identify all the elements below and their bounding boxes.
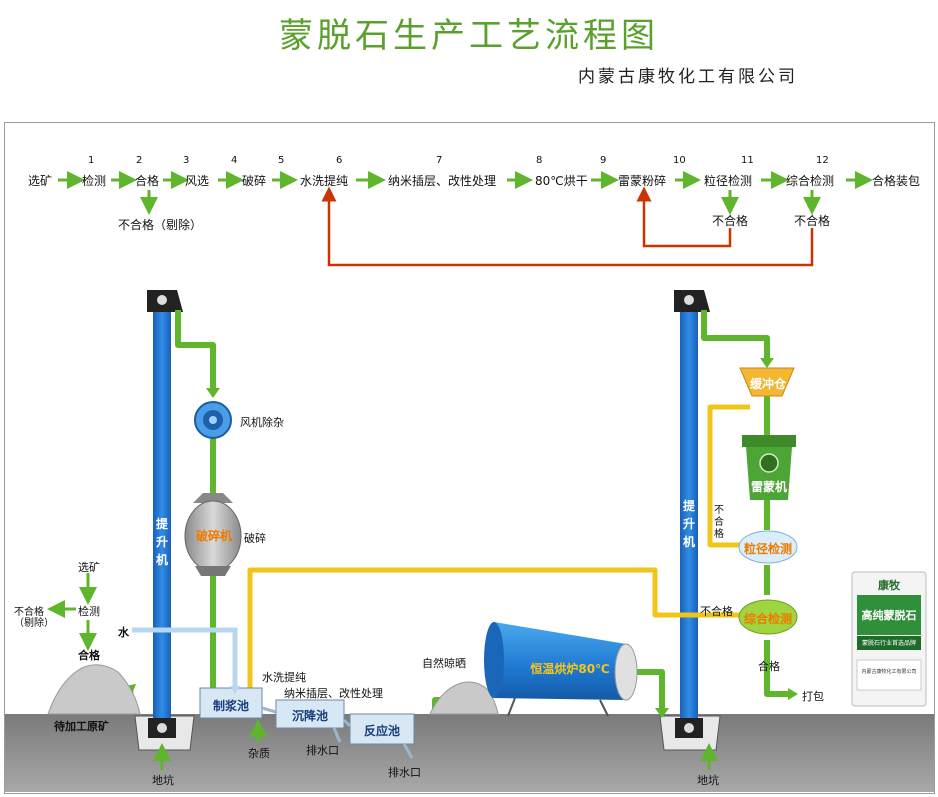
full-check-label: 综合检测 (743, 612, 792, 626)
wash-label: 水洗提纯 (262, 671, 306, 684)
return-loops (321, 186, 814, 267)
left-chain-select: 选矿 (78, 561, 100, 574)
full-check-unit (738, 599, 798, 635)
raw-ore-label: 待加工原矿 (54, 720, 109, 733)
product-name: 高纯蒙脱石 (861, 609, 917, 622)
water-label: 水 (118, 626, 129, 639)
flow-reject-3: 不合格 (794, 214, 831, 228)
company-name: 内蒙古康牧化工有限公司 (578, 67, 798, 87)
product-company: 内蒙古康牧化工有限公司 (861, 669, 917, 675)
product-sub: 蒙脱石行业首选品牌 (861, 640, 916, 647)
size-check-unit (738, 530, 798, 564)
flow-num-8: 8 (536, 155, 543, 166)
flow-step-9: 雷蒙粉碎 (618, 174, 667, 188)
flow-step-12: 合格装包 (872, 174, 921, 188)
settle-tank-label: 沉降池 (291, 709, 328, 723)
pit-right-label: 地坑 (697, 774, 719, 787)
flow-step-3: 合格 (135, 174, 160, 188)
flow-step-5: 破碎 (242, 174, 267, 188)
elevator-left (147, 290, 183, 738)
drain-label-2: 排水口 (388, 766, 421, 779)
tanks (199, 687, 415, 759)
elevator-right-label: 提升机 (682, 499, 695, 549)
crusher-unit (184, 493, 242, 576)
ore-piles (47, 664, 499, 715)
flow-step-2: 检测 (82, 174, 107, 188)
crusher-name: 破碎机 (195, 529, 232, 543)
flow-num-11: 11 (741, 155, 754, 166)
left-chain-reject: 不合格 (14, 607, 44, 618)
left-chain-reject-sub: （剔除） (14, 618, 54, 629)
qualified-label: 合格 (758, 660, 780, 673)
flow-num-9: 9 (600, 155, 607, 166)
flow-step-8: 80℃烘干 (535, 174, 588, 188)
flow-step-1: 选矿 (28, 174, 53, 188)
flow-num-10: 10 (673, 155, 686, 166)
left-chain-pass: 合格 (78, 649, 100, 662)
diagram-frame (4, 122, 935, 794)
slurry-tank-label: 制浆池 (212, 699, 249, 713)
flow-step-10: 粒径检测 (704, 174, 753, 188)
flow-num-6: 6 (336, 155, 343, 166)
buffer-bin (739, 367, 795, 397)
fan-unit (194, 401, 232, 439)
left-chain-detect: 检测 (78, 605, 100, 618)
flow-num-7: 7 (436, 155, 443, 166)
dryer-drum (484, 622, 638, 717)
nano-label: 纳米插层、改性处理 (284, 687, 383, 700)
flow-reject-2: 不合格 (712, 214, 749, 228)
flow-num-4: 4 (231, 155, 238, 166)
pack-label: 打包 (802, 690, 824, 703)
product-brand: 康牧 (878, 579, 900, 592)
flow-num-12: 12 (816, 155, 829, 166)
flow-step-7: 纳米插层、改性处理 (388, 174, 497, 188)
crusher-label: 破碎 (244, 532, 266, 545)
flow-num-2: 2 (136, 155, 143, 166)
buffer-label: 缓冲仓 (749, 377, 786, 391)
raymond-label: 雷蒙机 (750, 480, 787, 494)
flow-step-11: 综合检测 (786, 174, 835, 188)
yellow-pipes (247, 404, 750, 700)
flow-num-5: 5 (278, 155, 285, 166)
top-flow-arrows (58, 171, 873, 215)
fan-label: 风机除杂 (240, 416, 284, 429)
dryer-label: 恒温烘炉80℃ (530, 662, 610, 676)
flow-num-3: 3 (183, 155, 190, 166)
pit-left-label: 地坑 (152, 774, 174, 787)
page-title: 蒙脱石生产工艺流程图 (279, 16, 659, 56)
reject-b-label: 不合格 (700, 605, 733, 618)
product-bag (851, 571, 927, 707)
flow-step-6: 水洗提纯 (300, 174, 349, 188)
left-chain-arrows (47, 573, 97, 651)
flow-step-4: 风选 (185, 174, 210, 188)
drain-label-1: 排水口 (306, 744, 339, 757)
raymond-mill (742, 435, 796, 500)
water-pipe (132, 627, 238, 690)
flow-num-1: 1 (88, 155, 95, 166)
size-check-label: 粒径检测 (743, 542, 792, 556)
sun-dry-label: 自然晾晒 (422, 657, 466, 670)
flow-reject-1: 不合格（剔除） (118, 218, 203, 232)
impurity-label: 杂质 (248, 747, 270, 760)
react-tank-label: 反应池 (363, 724, 400, 738)
reject-a-label: 不合格 (714, 505, 724, 540)
elevator-left-label: 提升机 (155, 517, 168, 567)
